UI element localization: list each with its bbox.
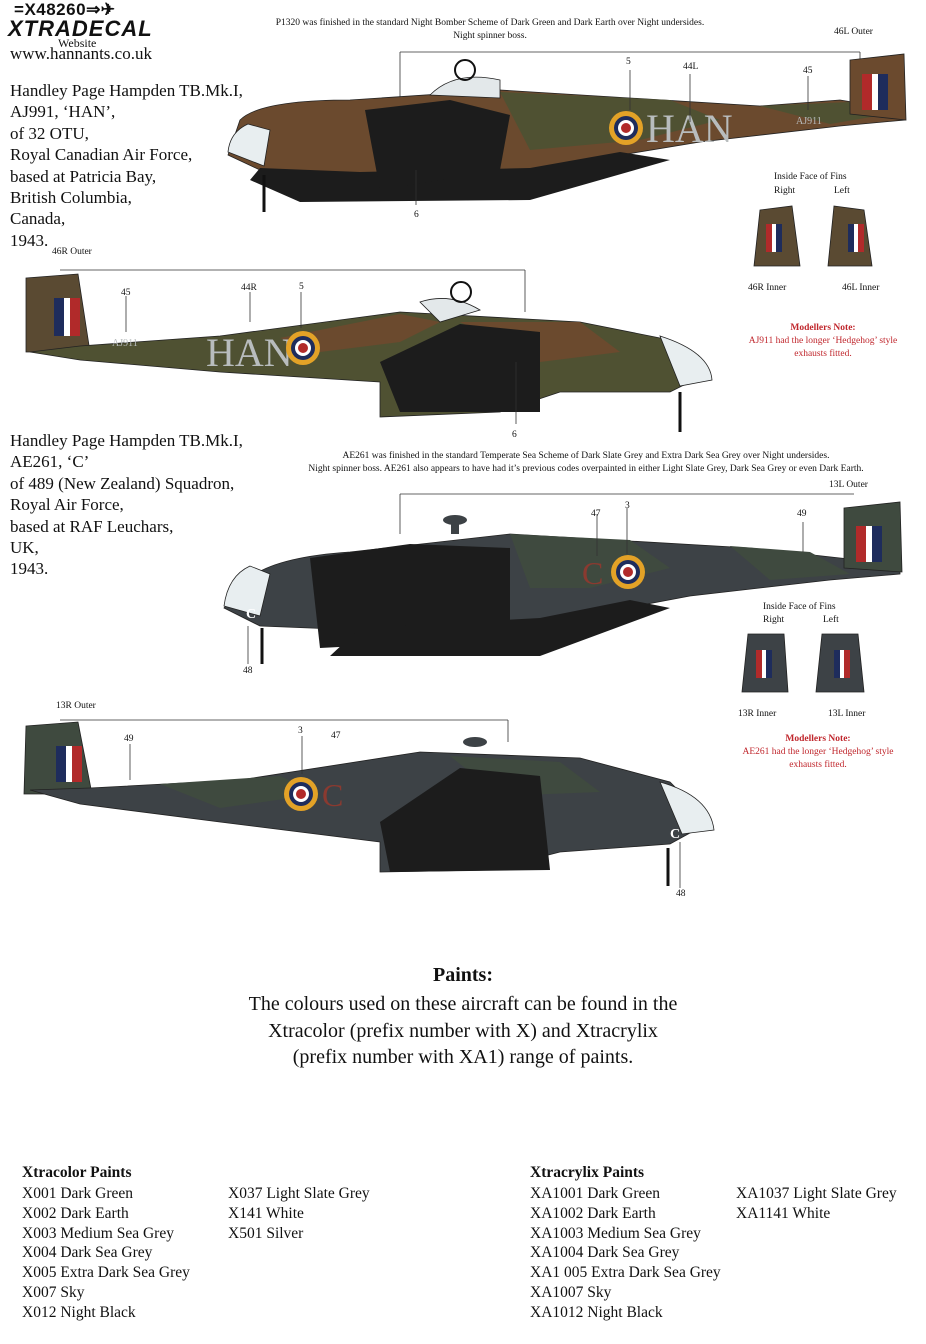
callout-49: 49	[797, 509, 807, 519]
callout-3-right: 3	[298, 726, 303, 736]
callout-6: 6	[414, 210, 419, 220]
list-item: XA1141 White	[736, 1204, 831, 1222]
aircraft-2-right-view: C C	[23, 719, 715, 888]
list-item: XA1003 Medium Sea Grey	[530, 1224, 701, 1242]
xtracolor-list-2: X037 Light Slate Grey X141 White X501 Si…	[228, 1184, 370, 1243]
list-item: X501 Silver	[228, 1224, 304, 1242]
callout-48: 48	[243, 666, 253, 676]
aircraft-1-fins-left: Left	[834, 186, 850, 196]
callout-47: 47	[591, 509, 601, 519]
aircraft-2-fins-left: Left	[823, 615, 839, 625]
aircraft-1-serial-left: AJ911	[796, 116, 822, 127]
aircraft-2-code-right: C	[322, 777, 343, 813]
callout-46l-outer: 46L Outer	[834, 27, 873, 37]
callout-5-right: 5	[299, 282, 304, 292]
callout-45-right: 45	[121, 288, 131, 298]
brand-logo: XTRADECAL	[8, 16, 153, 41]
callout-49-right: 49	[124, 734, 134, 744]
list-item: XA1001 Dark Green	[530, 1185, 660, 1202]
xtracrylix-list-1: XA1001 Dark Green XA1002 Dark Earth XA10…	[530, 1184, 721, 1323]
aircraft-2-fins-heading: Inside Face of Fins	[763, 602, 836, 612]
callout-48-right: 48	[676, 889, 686, 899]
callout-46r-outer: 46R Outer	[52, 247, 92, 257]
aircraft-2-modellers-note: Modellers Note: AE261 had the longer ‘He…	[742, 734, 894, 770]
xtracrylix-heading: Xtracrylix Paints	[530, 1164, 645, 1181]
callout-44l: 44L	[683, 62, 699, 72]
xtracolor-list-1: X001 Dark Green X002 Dark Earth X003 Med…	[22, 1184, 190, 1323]
callout-3: 3	[625, 501, 630, 511]
list-item: X012 Night Black	[22, 1303, 136, 1321]
list-item: X005 Extra Dark Sea Grey	[22, 1264, 190, 1282]
paints-body: The colours used on these aircraft can b…	[248, 993, 678, 1068]
aircraft-1-inner-fins	[753, 205, 873, 267]
paints-title: Paints:	[433, 964, 493, 986]
list-item: X003 Medium Sea Grey	[22, 1224, 174, 1242]
list-item: XA1012 Night Black	[530, 1303, 663, 1321]
fin-label-13l-inner: 13L Inner	[828, 709, 866, 719]
aircraft-2-left-view: C C	[223, 493, 903, 664]
list-item: X007 Sky	[22, 1283, 85, 1301]
aircraft-1-modellers-note: Modellers Note: AJ911 had the longer ‘He…	[748, 323, 898, 359]
aircraft-1-code-left: HAN	[646, 106, 733, 151]
aircraft-silhouette-icon: ⇒✈	[86, 0, 116, 19]
aircraft-2-scheme-note: AE261 was finished in the standard Tempe…	[308, 451, 864, 474]
aircraft-1-code-right: HAN	[206, 330, 293, 375]
callout-13r-outer: 13R Outer	[56, 701, 96, 711]
list-item: X002 Dark Earth	[22, 1204, 129, 1222]
logo-arrow-icon: =	[14, 0, 25, 19]
aircraft-1-fins-right: Right	[774, 186, 796, 196]
aircraft-1-right-view: HAN AJ911	[25, 269, 713, 432]
list-item: XA1 005 Extra Dark Sea Grey	[530, 1264, 721, 1282]
list-item: X037 Light Slate Grey	[228, 1185, 370, 1202]
list-item: X001 Dark Green	[22, 1185, 134, 1202]
callout-13l-outer: 13L Outer	[829, 480, 868, 490]
aircraft-1-fins-heading: Inside Face of Fins	[774, 172, 847, 182]
aircraft-2-description: Handley Page Hampden TB.Mk.I, AE261, ‘C’…	[10, 431, 243, 579]
callout-45: 45	[803, 66, 813, 76]
list-item: XA1037 Light Slate Grey	[736, 1185, 897, 1202]
list-item: X004 Dark Sea Grey	[22, 1244, 153, 1262]
aircraft-1-serial-right: AJ911	[112, 338, 138, 349]
website-label: Website	[58, 36, 97, 50]
aircraft-1-description: Handley Page Hampden TB.Mk.I, AJ991, ‘HA…	[10, 81, 243, 250]
aircraft-2-fins-right: Right	[763, 615, 785, 625]
list-item: XA1002 Dark Earth	[530, 1204, 656, 1222]
list-item: X141 White	[228, 1204, 304, 1222]
xtracolor-heading: Xtracolor Paints	[22, 1164, 132, 1181]
callout-5: 5	[626, 57, 631, 67]
aircraft-1-left-view: HAN AJ911	[227, 51, 907, 212]
aircraft-2-inner-fins	[741, 633, 865, 693]
xtracrylix-list-2: XA1037 Light Slate Grey XA1141 White	[736, 1184, 897, 1224]
callout-44r: 44R	[241, 283, 257, 293]
website-url[interactable]: www.hannants.co.uk	[10, 44, 152, 63]
fin-label-46l-inner: 46L Inner	[842, 283, 880, 293]
fin-label-13r-inner: 13R Inner	[738, 709, 777, 719]
aircraft-2-nose-code-left: C	[246, 607, 256, 622]
list-item: XA1004 Dark Sea Grey	[530, 1244, 680, 1262]
aircraft-2-code-left: C	[582, 555, 603, 591]
fin-label-46r-inner: 46R Inner	[748, 283, 787, 293]
aircraft-2-nose-code-right: C	[670, 827, 680, 842]
product-code: =X48260⇒✈	[14, 0, 116, 19]
callout-47-right: 47	[331, 731, 341, 741]
callout-6-right: 6	[512, 430, 517, 440]
aircraft-1-scheme-note: P1320 was finished in the standard Night…	[275, 18, 705, 41]
list-item: XA1007 Sky	[530, 1283, 612, 1301]
